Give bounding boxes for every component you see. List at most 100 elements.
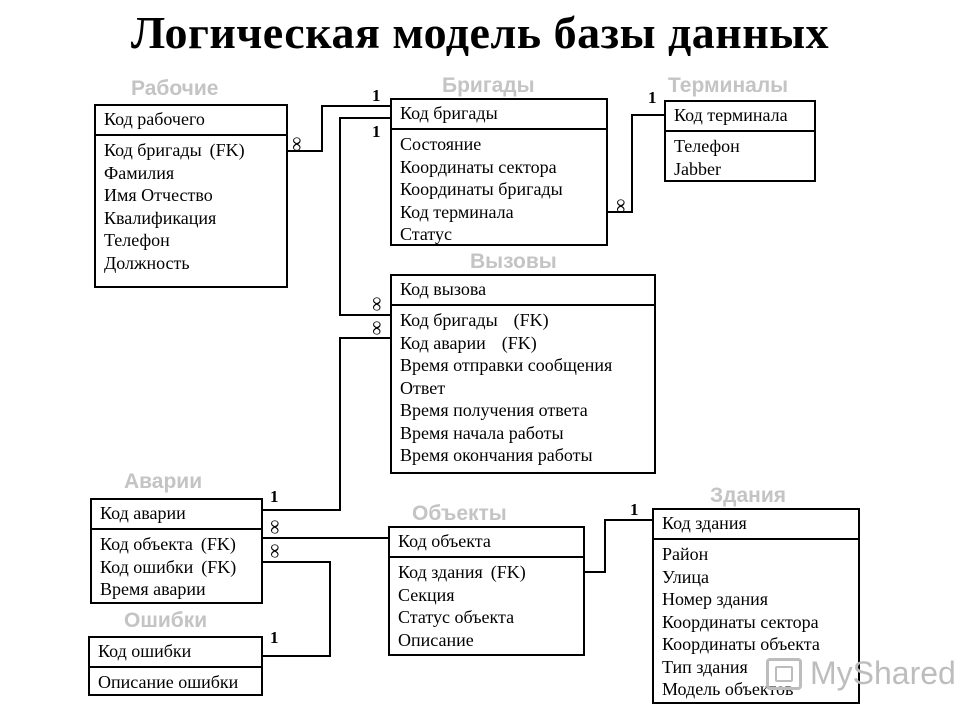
- card-one: 1: [648, 88, 657, 107]
- attribute-row: Район: [662, 543, 850, 566]
- attribute-name: Код терминала: [400, 201, 514, 222]
- attribute-row: Код терминала: [400, 201, 598, 224]
- attribute-name: Должность: [104, 252, 190, 273]
- entity-name-buildings: Здания: [710, 484, 787, 507]
- card-many: ∞: [366, 296, 389, 312]
- foreign-key-marker: (FK): [200, 534, 236, 554]
- card-many: ∞: [264, 519, 287, 535]
- foreign-key-marker: (FK): [513, 310, 549, 330]
- foreign-key-marker: (FK): [501, 332, 537, 353]
- page-title: Логическая модель базы данных: [130, 7, 830, 58]
- attribute-row: Ответ: [400, 377, 646, 400]
- attribute-name: Время окончания работы: [400, 445, 593, 465]
- attribute-name: Состояние: [400, 134, 482, 154]
- entity-accidents[interactable]: Код аварии Код объекта(FK)Код ошибки(FK)…: [90, 498, 263, 604]
- card-many: ∞: [286, 136, 309, 152]
- attribute-name: Координаты объекта: [662, 634, 820, 654]
- attribute-row: Телефон: [104, 229, 278, 252]
- card-one: 1: [630, 500, 639, 519]
- primary-key: Код ошибки: [90, 638, 261, 668]
- line-brigades-calls: [339, 117, 390, 316]
- attribute-row: Квалификация: [104, 207, 278, 230]
- attribute-name: Статус: [400, 224, 452, 244]
- attribute-name: Время отправки сообщения: [400, 355, 613, 375]
- attribute-row: Номер здания: [662, 588, 850, 611]
- attribute-name: Имя Отчество: [104, 185, 213, 205]
- watermark-text: MyShared: [810, 655, 956, 691]
- attribute-row: Должность: [104, 252, 278, 275]
- attribute-name: Код аварии: [400, 332, 486, 353]
- line-accidents-calls: [263, 337, 390, 511]
- attribute-row: Секция: [398, 584, 575, 607]
- attribute-name: Код ошибки: [100, 556, 194, 577]
- attribute-row: Улица: [662, 566, 850, 589]
- attribute-list: Описание ошибки: [90, 668, 261, 696]
- attribute-row: Состояние: [400, 133, 598, 156]
- attribute-name: Время аварии: [100, 579, 206, 599]
- foreign-key-marker: (FK): [201, 556, 237, 577]
- attribute-row: Время отправки сообщения: [400, 354, 646, 377]
- attribute-row: Код аварии (FK): [400, 332, 646, 355]
- primary-key: Код терминала: [666, 102, 814, 132]
- attribute-name: Код бригады: [104, 140, 202, 160]
- line-errors-accidents: [263, 561, 331, 657]
- entity-name-errors: Ошибки: [124, 609, 208, 632]
- attribute-row: Время окончания работы: [400, 444, 646, 467]
- attribute-row: Jabber: [674, 158, 806, 181]
- attribute-row: Телефон: [674, 135, 806, 158]
- attribute-name: Описание: [398, 629, 474, 650]
- attribute-name: Время получения ответа: [400, 400, 588, 420]
- entity-name-objects: Объекты: [412, 502, 507, 525]
- attribute-row: Координаты сектора: [400, 156, 598, 179]
- attribute-name: Jabber: [674, 158, 721, 179]
- attribute-name: Модель объектов: [662, 679, 794, 699]
- attribute-name: Статус объекта: [398, 607, 515, 627]
- attribute-row: Время аварии: [100, 578, 253, 601]
- attribute-row: Время получения ответа: [400, 399, 646, 422]
- foreign-key-marker: (FK): [490, 562, 526, 582]
- attribute-row: Код объекта(FK): [100, 533, 253, 556]
- primary-key: Код объекта: [390, 528, 583, 558]
- attribute-row: Код здания(FK): [398, 561, 575, 584]
- attribute-name: Координаты бригады: [400, 179, 563, 199]
- attribute-row: Фамилия: [104, 162, 278, 185]
- attribute-row: Код бригады (FK): [104, 139, 278, 162]
- attribute-name: Координаты сектора: [662, 611, 819, 632]
- attribute-name: Телефон: [674, 136, 740, 156]
- attribute-name: Фамилия: [104, 162, 175, 183]
- attribute-name: Тип здания: [662, 656, 748, 677]
- card-one: 1: [270, 487, 279, 506]
- attribute-name: Квалификация: [104, 207, 217, 228]
- foreign-key-marker: (FK): [209, 140, 245, 160]
- card-one: 1: [270, 628, 279, 647]
- attribute-name: Описание ошибки: [98, 672, 239, 692]
- attribute-name: Район: [662, 544, 709, 564]
- attribute-name: Телефон: [104, 230, 170, 250]
- attribute-name: Секция: [398, 584, 455, 605]
- entity-name-accidents: Аварии: [124, 470, 203, 493]
- slideshow-icon: [766, 657, 802, 690]
- entity-name-terminals: Терминалы: [668, 74, 789, 97]
- card-many: ∞: [264, 543, 287, 559]
- line-buildings-objects: [585, 519, 652, 573]
- primary-key: Код вызова: [392, 276, 654, 306]
- primary-key: Код рабочего: [96, 106, 286, 136]
- attribute-row: Описание ошибки: [98, 671, 253, 694]
- attribute-row: Описание: [398, 629, 575, 652]
- entity-calls[interactable]: Код вызова Код бригады(FK)Код аварии(FK)…: [390, 274, 656, 474]
- entity-errors[interactable]: Код ошибки Описание ошибки: [88, 636, 263, 696]
- primary-key: Код бригады: [392, 100, 606, 130]
- line-brigades-terminals: [608, 114, 664, 213]
- attribute-row: Координаты объекта: [662, 633, 850, 656]
- attribute-name: Ответ: [400, 377, 446, 398]
- attribute-row: Имя Отчество: [104, 184, 278, 207]
- watermark-logo: MyShared: [766, 655, 956, 692]
